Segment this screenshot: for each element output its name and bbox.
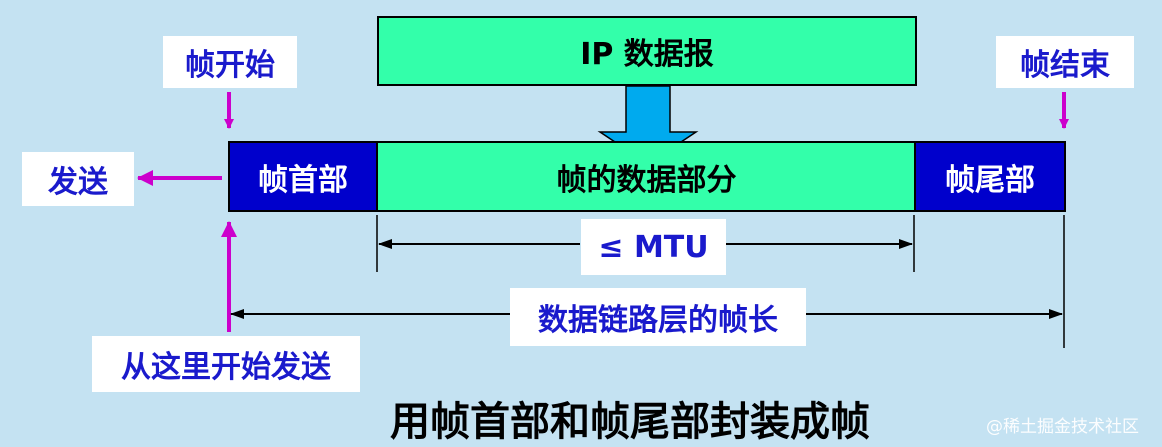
frame-end-label: 帧结束	[996, 36, 1134, 88]
frame-trailer-box: 帧尾部	[914, 141, 1066, 212]
diagram-caption: 用帧首部和帧尾部封装成帧	[390, 399, 870, 445]
frame-length-label: 数据链路层的帧长	[510, 288, 806, 346]
ip-datagram-box: IP 数据报	[377, 16, 917, 86]
watermark: @稀土掘金技术社区	[986, 417, 1139, 437]
mtu-label: ≤ MTU	[581, 219, 726, 275]
send-label: 发送	[22, 152, 134, 206]
send-from-here-label: 从这里开始发送	[92, 336, 360, 392]
frame-data-box: 帧的数据部分	[378, 141, 915, 212]
frame-header-box: 帧首部	[228, 141, 378, 212]
frame-start-label: 帧开始	[163, 36, 297, 88]
ip-datagram-label: IP 数据报	[580, 37, 714, 72]
